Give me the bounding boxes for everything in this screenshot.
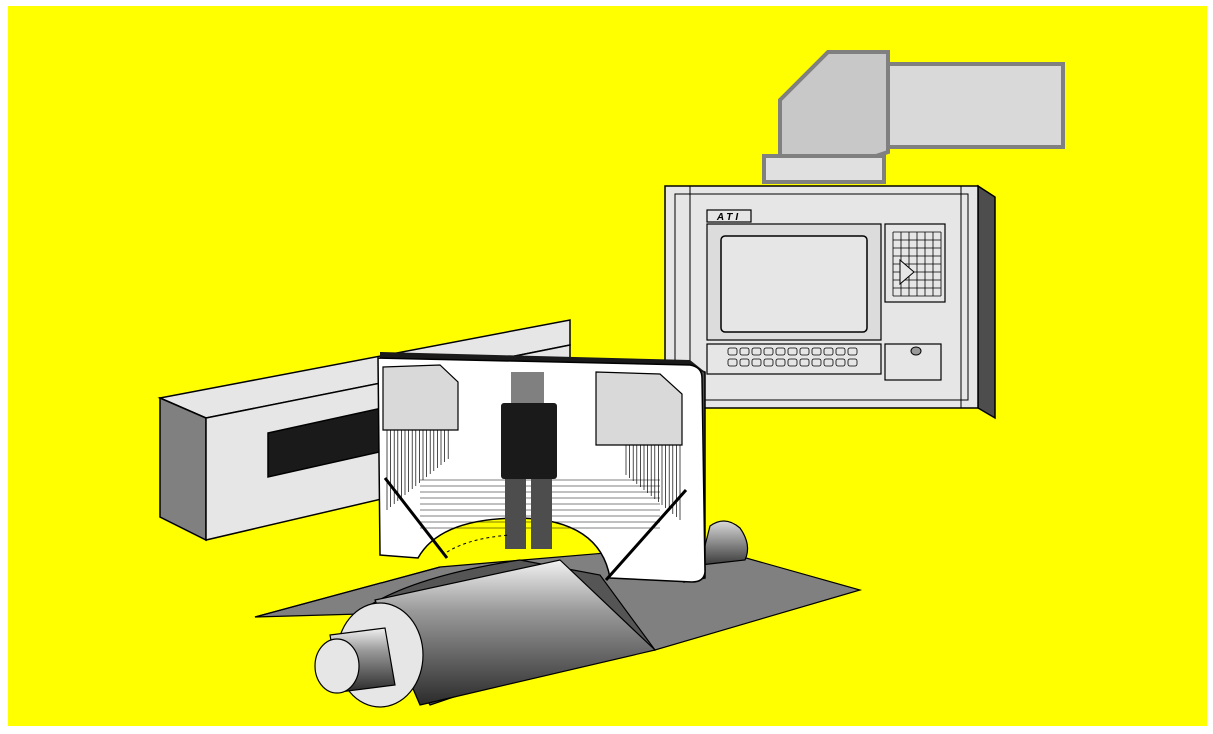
keypad-key (764, 348, 773, 355)
keypad-key (848, 359, 857, 366)
keypad-key (752, 359, 761, 366)
keypad-key (836, 348, 845, 355)
keypad-key (812, 359, 821, 366)
keypad-key (800, 359, 809, 366)
operator-leg-left (505, 479, 526, 549)
keypad-key (824, 359, 833, 366)
keypad-key (824, 348, 833, 355)
keypad-key (728, 348, 737, 355)
keypad-key (752, 348, 761, 355)
keypad-key (764, 359, 773, 366)
keypad-key (788, 359, 797, 366)
keypad-key (800, 348, 809, 355)
keypad-key (776, 359, 785, 366)
operator-leg-right (531, 479, 552, 549)
keypad-key (788, 348, 797, 355)
operator-head (511, 372, 544, 404)
keypad-key (848, 348, 857, 355)
keypad-key (776, 348, 785, 355)
keypad-key (812, 348, 821, 355)
panel-brand-label: ATI (716, 212, 741, 223)
hmi-panel-icon: ATI (665, 186, 995, 418)
keypad-key (740, 359, 749, 366)
keypad-key (836, 359, 845, 366)
keypad-key (740, 348, 749, 355)
keypad-key (728, 359, 737, 366)
panel-power-knob (911, 347, 921, 355)
operator-body (501, 403, 557, 479)
